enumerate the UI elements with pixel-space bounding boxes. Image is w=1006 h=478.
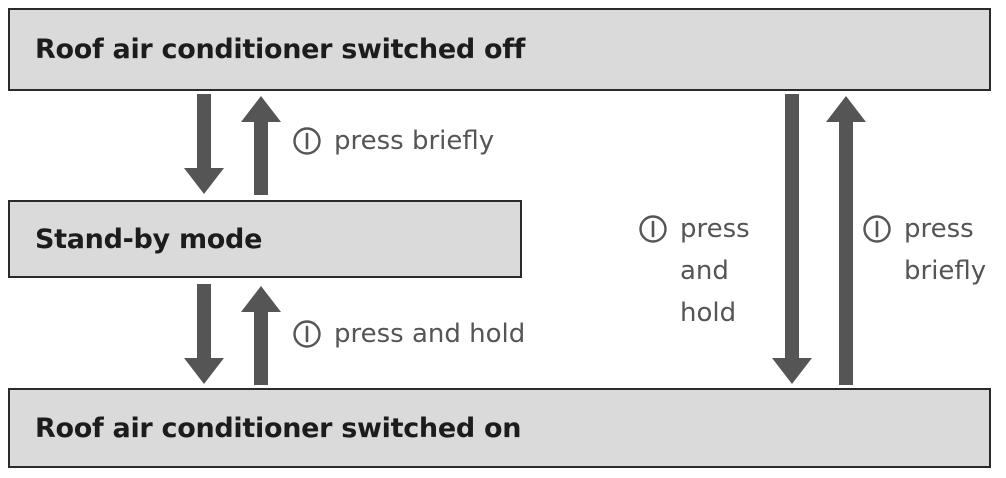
instruction-off-to-on: press and hold: [638, 208, 780, 334]
instruction-line: press: [680, 214, 750, 244]
state-off-label: Roof air conditioner switched off: [35, 34, 526, 65]
state-off-box: Roof air conditioner switched off: [8, 8, 991, 91]
power-button-icon: [863, 215, 891, 243]
instruction-on-to-off-text: press briefly: [904, 208, 1004, 292]
arrow-on-to-standby: [241, 286, 281, 385]
instruction-line: and: [680, 256, 729, 286]
power-button-icon: [293, 320, 321, 348]
arrow-on-to-off: [826, 96, 866, 385]
state-standby-box: Stand-by mode: [8, 200, 522, 278]
instruction-line: hold: [680, 298, 737, 328]
instruction-off-standby-text: press briefly: [334, 126, 495, 156]
instruction-standby-on-text: press and hold: [334, 319, 526, 349]
arrow-standby-to-on: [184, 284, 224, 384]
instruction-standby-on: press and hold: [292, 313, 525, 355]
instruction-off-standby: press briefly: [292, 120, 494, 162]
instruction-off-to-on-text: press and hold: [680, 208, 780, 334]
arrow-off-to-standby: [184, 94, 224, 194]
instruction-line: press: [904, 214, 974, 244]
instruction-line: briefly: [904, 256, 987, 286]
state-on-label: Roof air conditioner switched on: [35, 412, 522, 444]
arrow-standby-to-off: [241, 96, 281, 195]
power-button-icon: [639, 215, 667, 243]
state-on-box: Roof air conditioner switched on: [8, 388, 991, 468]
power-button-icon: [293, 127, 321, 155]
arrow-off-to-on: [772, 94, 812, 384]
instruction-on-to-off: press briefly: [862, 208, 1004, 292]
state-standby-label: Stand-by mode: [35, 223, 263, 255]
